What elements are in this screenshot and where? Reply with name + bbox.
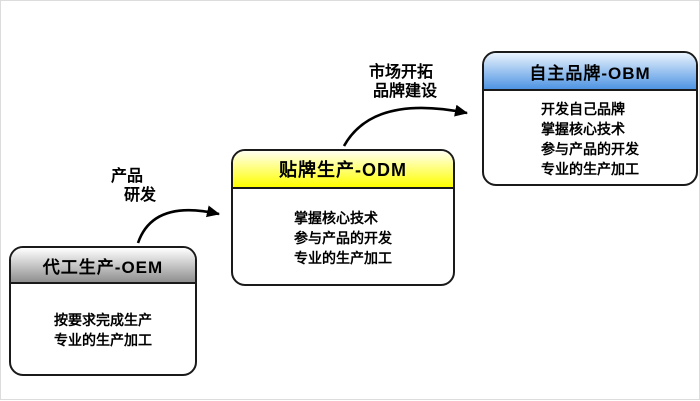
box-obm-body: 开发自己品牌 掌握核心技术 参与产品的开发 专业的生产加工 [484,91,696,184]
box-obm-line: 开发自己品牌 [541,100,625,117]
arrow-label-market-brand: 市场开拓 品牌建设 [369,63,437,101]
box-odm-lines: 掌握核心技术 参与产品的开发 专业的生产加工 [294,208,392,268]
box-obm-line: 掌握核心技术 [541,120,625,137]
box-oem-title: 代工生产-OEM [11,248,195,284]
box-odm-line: 掌握核心技术 [294,209,378,226]
box-oem: 代工生产-OEM 按要求完成生产 专业的生产加工 [9,246,197,376]
arrow-label-line: 市场开拓 [369,64,434,81]
arrow-label-line: 品牌建设 [373,83,438,100]
box-obm-line: 参与产品的开发 [541,140,639,157]
box-obm-line: 专业的生产加工 [541,160,639,177]
arrow-label-product-rd: 产品 研发 [111,167,156,205]
box-oem-body: 按要求完成生产 专业的生产加工 [11,284,195,374]
box-odm-line: 专业的生产加工 [294,249,392,266]
arrow-oem-to-odm [136,205,220,244]
arrow-odm-to-obm [342,104,468,147]
box-odm: 贴牌生产-ODM 掌握核心技术 参与产品的开发 专业的生产加工 [231,149,455,286]
box-odm-body: 掌握核心技术 参与产品的开发 专业的生产加工 [233,189,453,284]
box-odm-title: 贴牌生产-ODM [233,151,453,189]
box-obm: 自主品牌-OBM 开发自己品牌 掌握核心技术 参与产品的开发 专业的生产加工 [482,51,698,186]
box-oem-line: 专业的生产加工 [54,332,152,348]
box-oem-line: 按要求完成生产 [54,312,152,328]
box-odm-line: 参与产品的开发 [294,229,392,246]
arrow-label-line: 产品 [111,168,144,185]
box-obm-lines: 开发自己品牌 掌握核心技术 参与产品的开发 专业的生产加工 [541,99,639,179]
arrow-label-line: 研发 [124,187,157,204]
box-oem-lines: 按要求完成生产 专业的生产加工 [54,310,152,350]
box-obm-title: 自主品牌-OBM [484,53,696,91]
